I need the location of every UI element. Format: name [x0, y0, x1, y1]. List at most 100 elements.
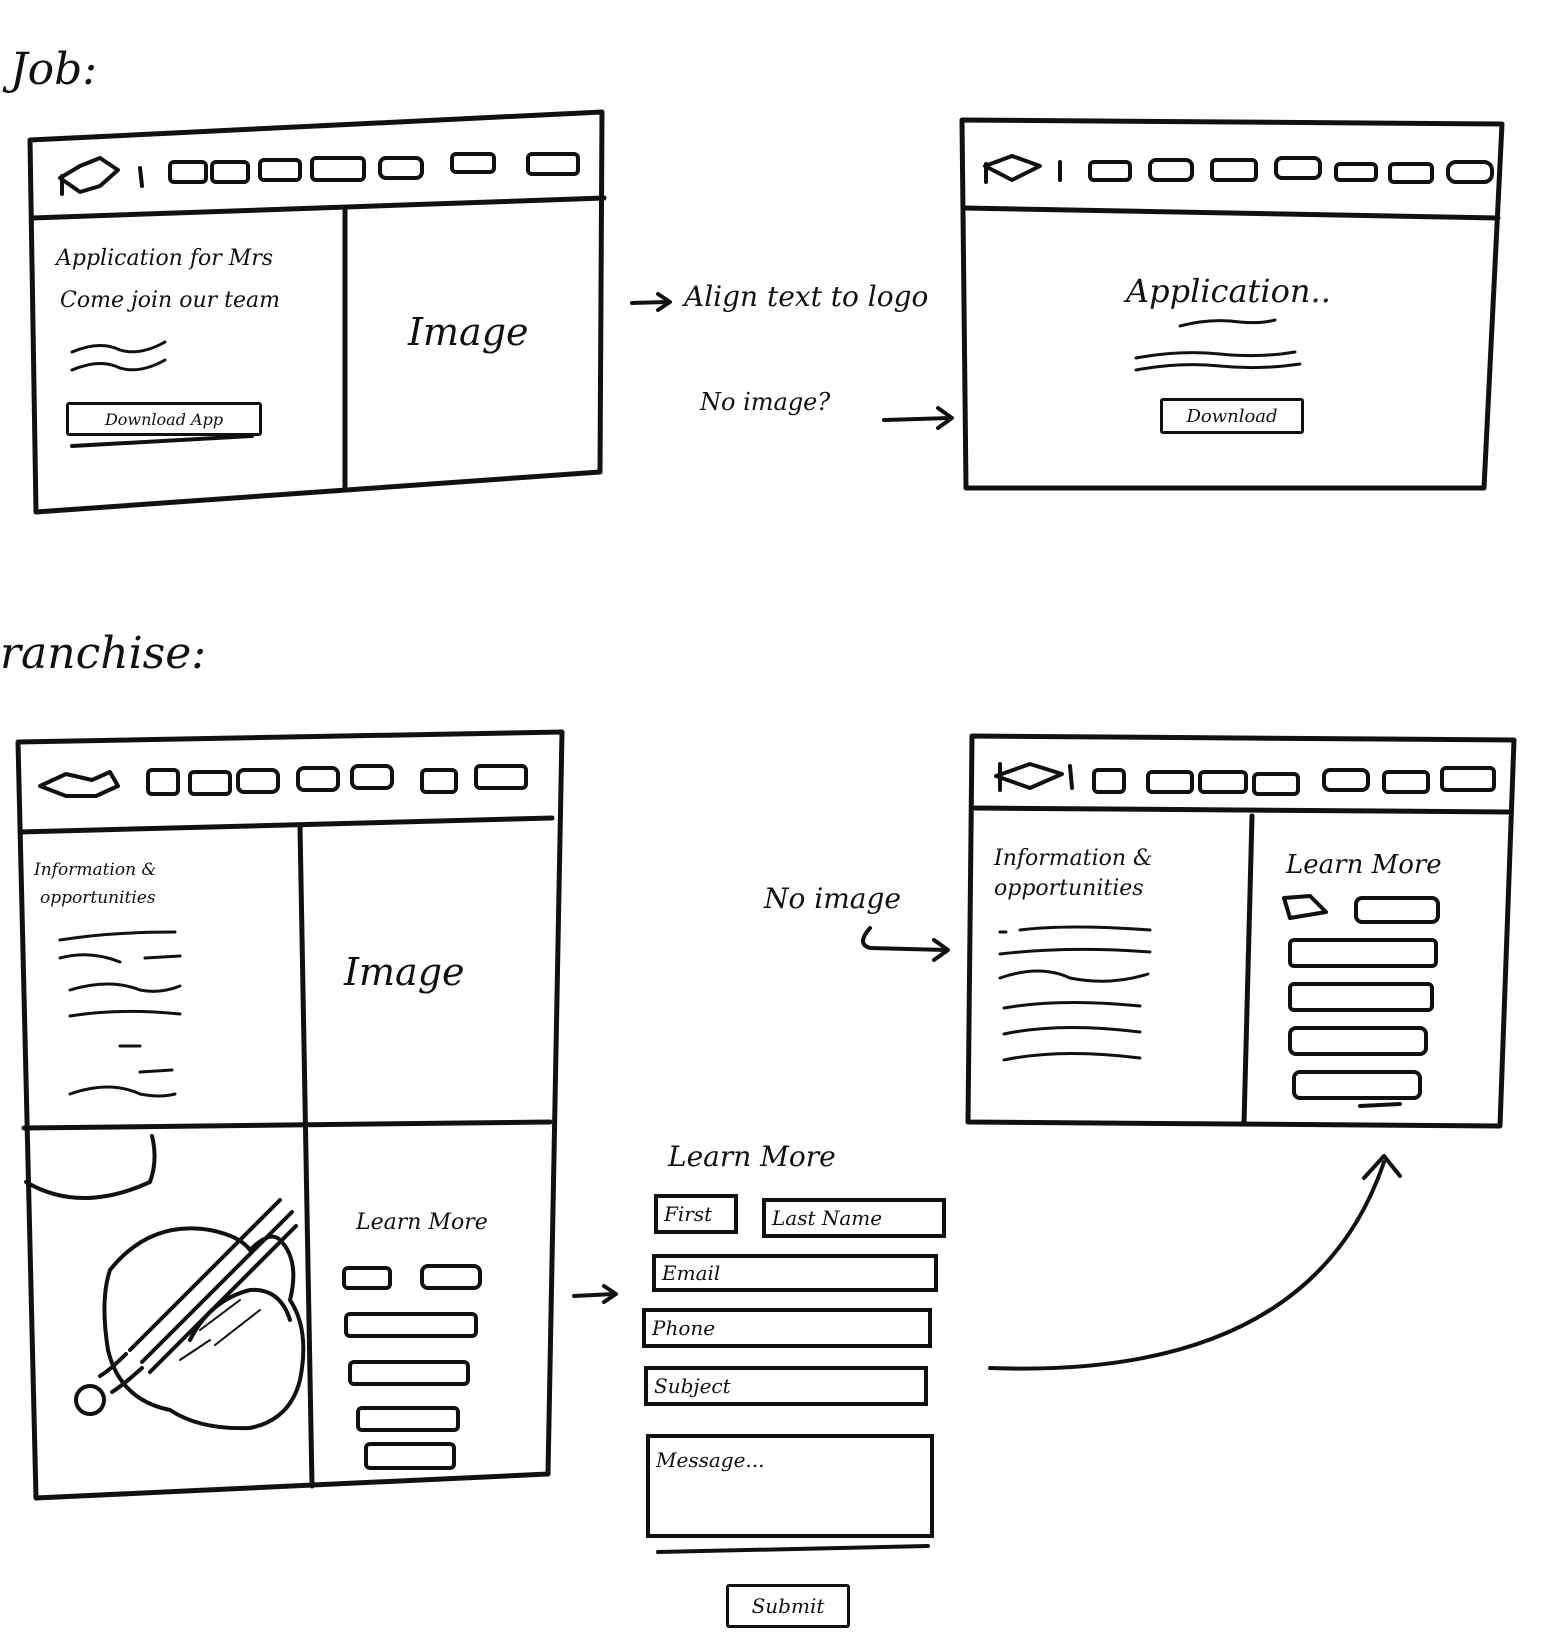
arrows-job	[630, 292, 954, 430]
mini-field	[1288, 938, 1438, 968]
franchise-left-learn-more: Learn More	[356, 1210, 488, 1235]
logo-icon	[38, 770, 120, 798]
submit-button[interactable]: Submit	[726, 1584, 850, 1628]
job-right-window	[959, 117, 1505, 491]
franchise-left-window	[15, 729, 565, 1501]
logo-icon	[983, 154, 1062, 184]
rolling-pin-handle	[98, 1352, 144, 1394]
first-name-field[interactable]: First	[654, 1194, 738, 1234]
mini-field	[1354, 896, 1440, 924]
dough-rolling-pin-illustration	[24, 1134, 306, 1431]
nav-item	[146, 768, 180, 796]
download-button[interactable]: Download	[1160, 398, 1304, 434]
form-underline	[656, 1544, 930, 1554]
column-divider	[297, 823, 315, 1489]
job-left-heading-line2: Come join our team	[60, 288, 280, 313]
job-left-heading-line1: Application for Mrs	[56, 246, 274, 271]
nav-item	[1446, 160, 1494, 184]
mini-field	[1288, 1026, 1428, 1056]
header-divider	[971, 805, 1511, 815]
nav-item	[1388, 162, 1434, 184]
nav-bar	[38, 764, 528, 798]
window-frame	[15, 729, 565, 1501]
mini-form	[1282, 894, 1440, 1108]
rolling-pin-body	[128, 1198, 298, 1374]
logo-icon	[58, 156, 144, 196]
note-no-image-question: No image?	[700, 388, 831, 416]
window-frame	[27, 109, 605, 515]
nav-item	[350, 764, 394, 790]
nav-item	[420, 768, 458, 794]
nav-item	[1092, 768, 1126, 794]
job-left-window	[27, 109, 607, 515]
section-label-job: Job:	[10, 44, 98, 95]
text-squiggles	[58, 930, 182, 1098]
franchise-right-info-line2: opportunities	[994, 876, 1144, 901]
arrow-no-image	[861, 926, 950, 962]
window-frame	[959, 117, 1505, 491]
logo-icon	[994, 762, 1074, 792]
rolling-pin-knob	[74, 1384, 106, 1416]
nav-item	[210, 160, 250, 184]
nav-item	[1148, 158, 1194, 182]
job-right-heading: Application..	[1126, 272, 1331, 310]
franchise-left-info-line1: Information &	[34, 860, 157, 880]
dough-edge	[24, 1134, 157, 1200]
arrow-right	[882, 416, 952, 422]
message-field[interactable]: Message...	[646, 1434, 934, 1538]
column-divider	[1241, 813, 1255, 1127]
last-name-field[interactable]: Last Name	[762, 1198, 946, 1238]
franchise-left-info-line2: opportunities	[40, 888, 156, 908]
nav-item	[378, 156, 424, 180]
phone-field[interactable]: Phone	[642, 1308, 932, 1348]
franchise-left-image-label: Image	[344, 950, 465, 994]
nav-item	[1322, 768, 1370, 792]
mini-field	[1292, 1070, 1422, 1100]
nav-item	[1088, 160, 1132, 182]
nav-bar	[58, 152, 580, 196]
nav-item	[450, 152, 496, 174]
note-align-text: Align text to logo	[684, 280, 929, 313]
email-field[interactable]: Email	[652, 1254, 938, 1292]
mini-field	[1282, 894, 1328, 920]
arrow-head	[936, 406, 954, 430]
nav-item	[168, 160, 208, 184]
header-divider	[961, 205, 1501, 221]
nav-item	[236, 768, 280, 794]
form-title: Learn More	[668, 1140, 836, 1173]
nav-item	[1334, 162, 1378, 182]
subject-field[interactable]: Subject	[644, 1366, 928, 1406]
download-app-button[interactable]: Download App	[66, 402, 262, 436]
shading-lines	[179, 1299, 261, 1361]
nav-item	[296, 766, 340, 792]
nav-item	[1382, 770, 1430, 794]
nav-bar	[983, 154, 1494, 184]
text-squiggles	[998, 925, 1152, 1062]
curved-arrow	[988, 1154, 1402, 1371]
job-left-image-label: Image	[408, 310, 529, 354]
section-label-franchise: ranchise:	[0, 628, 207, 679]
nav-item	[1210, 158, 1258, 182]
franchise-right-window	[965, 733, 1517, 1129]
row-divider	[21, 1119, 553, 1131]
window-frame	[965, 733, 1517, 1129]
franchise-right-learn-more: Learn More	[1286, 850, 1442, 880]
nav-item	[310, 156, 366, 182]
arrow-head	[656, 292, 672, 312]
note-no-image: No image	[764, 882, 901, 915]
header-divider	[17, 815, 555, 835]
mini-field	[1358, 1102, 1402, 1108]
mini-field	[344, 1312, 478, 1338]
mini-field	[348, 1360, 470, 1386]
nav-item	[526, 152, 580, 176]
mini-field	[342, 1266, 392, 1290]
text-squiggles	[1134, 318, 1302, 372]
button-underline	[70, 434, 254, 448]
nav-item	[1146, 770, 1194, 794]
nav-item	[474, 764, 528, 790]
nav-item	[258, 158, 302, 182]
nav-item	[1198, 770, 1248, 794]
nav-bar	[994, 762, 1496, 796]
nav-item	[1274, 156, 1322, 180]
